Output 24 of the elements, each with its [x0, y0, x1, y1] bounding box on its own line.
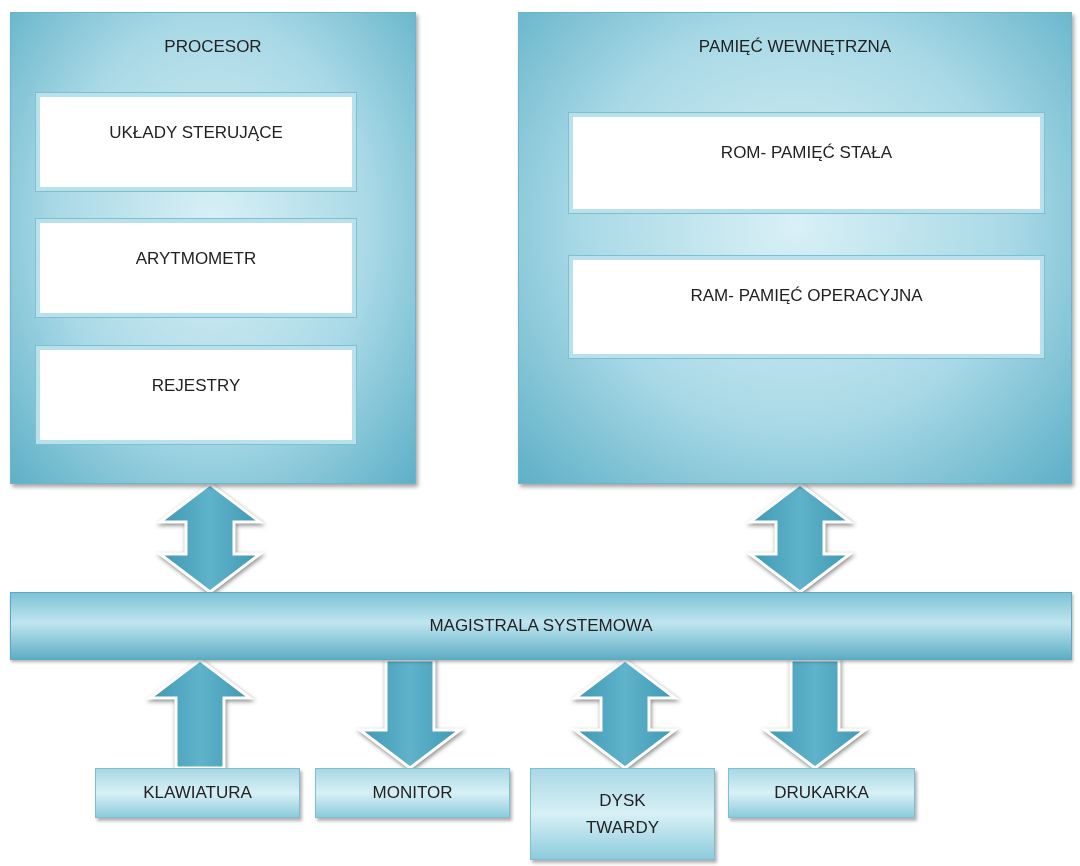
group-panel [10, 12, 416, 484]
component-box [36, 219, 356, 317]
component-box [569, 256, 1044, 358]
panel-heading: PAMIĘĆ WEWNĘTRZNA [698, 37, 892, 57]
box-label: DYSK TWARDY [585, 789, 660, 839]
bus-bar [10, 592, 1072, 660]
box-label: DRUKARKA [774, 783, 869, 803]
box-label: ROM- PAMIĘĆ STAŁA [720, 143, 893, 163]
device-box [728, 768, 915, 818]
device-box [95, 768, 300, 818]
component-box [36, 346, 356, 444]
component-box [36, 93, 356, 191]
device-box [530, 768, 715, 860]
box-label: MAGISTRALA SYSTEMOWA [429, 616, 653, 636]
panel-heading: PROCESOR [164, 37, 262, 57]
box-label: RAM- PAMIĘĆ OPERACYJNA [690, 286, 923, 306]
device-box [315, 768, 510, 818]
box-label: UKŁADY STERUJĄCE [109, 123, 283, 143]
box-label: ARYTMOMETR [135, 249, 257, 269]
group-panel [518, 12, 1072, 484]
box-label: MONITOR [372, 783, 453, 803]
box-label: KLAWIATURA [143, 783, 252, 803]
box-label: REJESTRY [151, 376, 241, 396]
component-box [569, 113, 1044, 213]
